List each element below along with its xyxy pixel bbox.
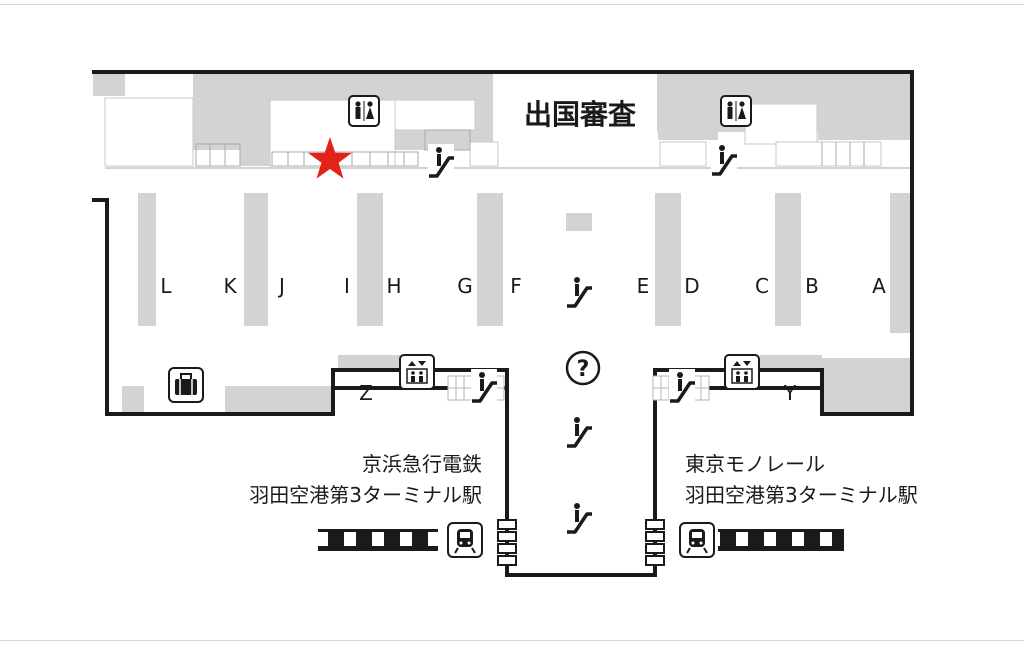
station-connectors [497,519,665,566]
restroom-icon [720,95,752,127]
shop-stalls [195,129,865,167]
counter-label-e: E [637,274,650,298]
current-location-star-icon [308,137,352,179]
baggage-icon [168,367,204,403]
escalator-icon [564,272,594,312]
elevator-icon [724,354,760,390]
escalator-icon [709,140,739,180]
keikyu-rail-track [318,529,438,551]
departure-immigration-label: 出国審査 [524,98,636,131]
keikyu-station-name: 羽田空港第3ターミナル駅 [249,483,482,507]
counter-label-b: B [805,274,819,298]
keikyu-station-label: 京浜急行電鉄 羽田空港第3ターミナル駅 [249,452,482,507]
escalator-icon [667,367,697,407]
counter-label-a: A [872,274,886,298]
counter-label-i: I [344,274,350,298]
counter-label-f: F [510,274,522,298]
escalator-icon [469,367,499,407]
information-icon-symbol: ? [577,357,590,382]
monorail-line-name: 東京モノレール [685,452,825,476]
top-frame-line [0,4,1024,5]
counter-label-g: G [457,274,473,298]
bottom-frame-line [0,640,1024,641]
counter-labels: L K J I H G F E D C B A [160,274,886,298]
elevator-icon [399,354,435,390]
counter-label-h: H [386,274,401,298]
monorail-station-name: 羽田空港第3ターミナル駅 [685,483,918,507]
counter-label-c: C [755,274,769,298]
counter-label-k: K [223,274,237,298]
keikyu-line-name: 京浜急行電鉄 [362,452,482,476]
monorail-rail-track [718,529,844,551]
zone-y-label: Y [783,381,797,405]
escalator-icon [564,498,594,538]
counter-label-l: L [160,274,172,298]
information-icon: ? [565,350,601,386]
escalator-icon [426,142,456,182]
train-icon [679,522,715,558]
counter-label-d: D [684,274,699,298]
counter-label-j: J [277,274,285,298]
escalator-icon [564,412,594,452]
zone-z-label: Z [359,381,373,405]
restroom-icon [348,95,380,127]
train-icon [447,522,483,558]
monorail-station-label: 東京モノレール 羽田空港第3ターミナル駅 [685,452,918,507]
